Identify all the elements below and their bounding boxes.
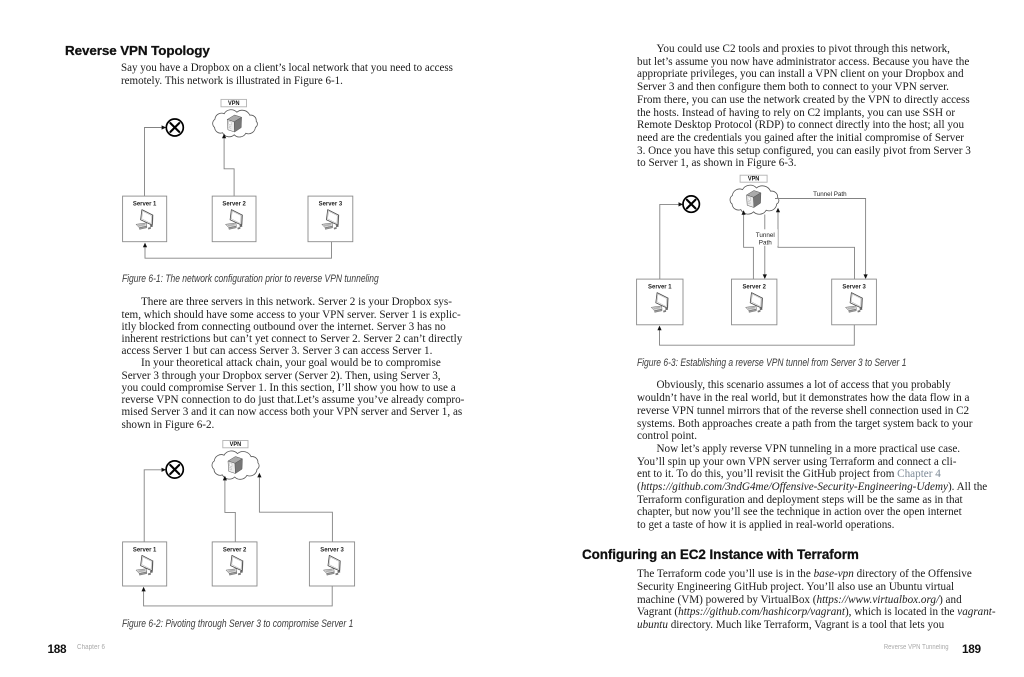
- svg-text:Server 3: Server 3: [319, 201, 343, 208]
- svg-text:Server 1: Server 1: [648, 284, 672, 291]
- svg-text:Server 1: Server 1: [133, 547, 157, 554]
- svg-text:Server 2: Server 2: [742, 284, 766, 291]
- svg-text:VPN: VPN: [230, 442, 242, 448]
- svg-text:VPN: VPN: [228, 101, 240, 107]
- svg-text:Tunnel Path: Tunnel Path: [813, 191, 847, 198]
- svg-text:Path: Path: [759, 240, 772, 247]
- svg-text:Server 2: Server 2: [223, 547, 247, 554]
- svg-text:Server 1: Server 1: [133, 201, 157, 208]
- svg-text:Tunnel: Tunnel: [756, 232, 775, 239]
- svg-text:Server 3: Server 3: [320, 547, 344, 554]
- svg-text:Server 3: Server 3: [842, 284, 866, 291]
- svg-text:VPN: VPN: [748, 177, 760, 183]
- svg-text:Server 2: Server 2: [222, 201, 246, 208]
